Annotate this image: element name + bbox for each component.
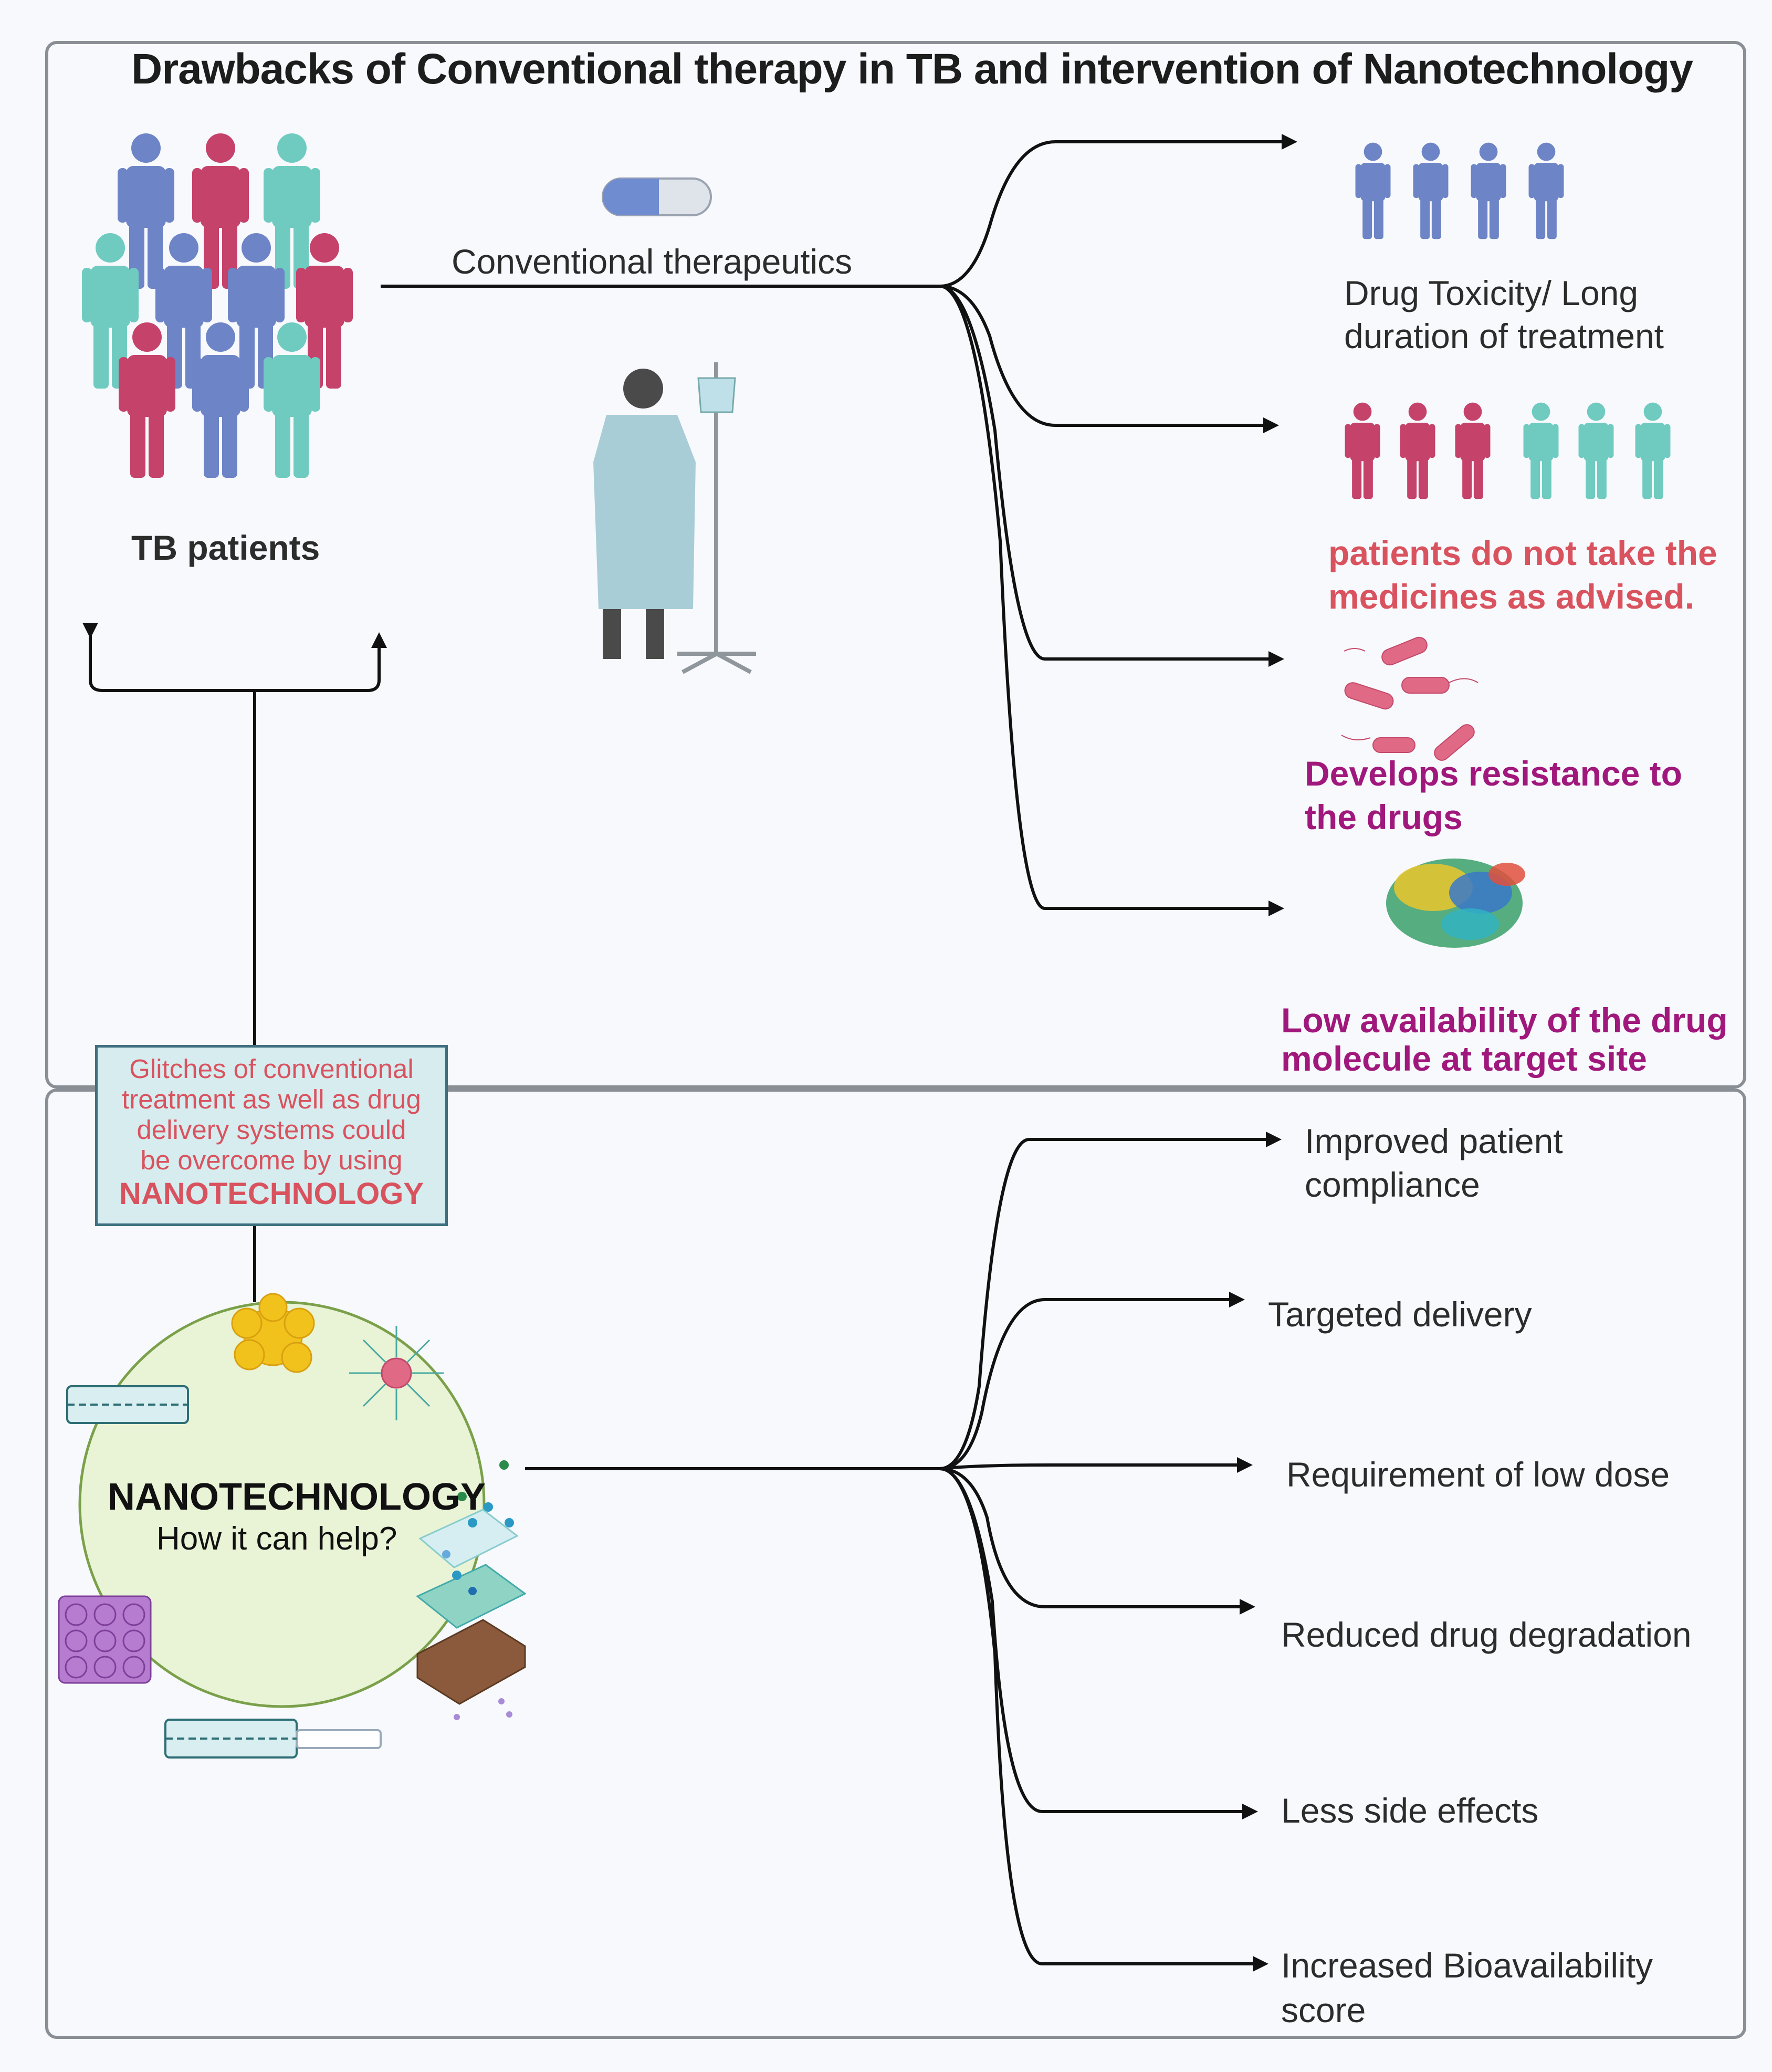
diagram-title: Drawbacks of Conventional therapy in TB … [131, 45, 1693, 93]
bottom-connectors [525, 1132, 1282, 1972]
nanotechnology-callout: Glitches of conventional treatment as we… [95, 1045, 448, 1226]
therapy-label: Conventional therapeutics [452, 242, 853, 281]
outcome-toxicity-line2: duration of treatment [1344, 317, 1664, 355]
benefit-low-dose: Requirement of low dose [1286, 1455, 1670, 1494]
outcome-toxicity-line1: Drug Toxicity/ Long [1344, 274, 1639, 312]
circle-title: NANOTECHNOLOGY [108, 1476, 486, 1518]
callout-line3: delivery systems could [137, 1115, 406, 1145]
callout-line2: treatment as well as drug [122, 1084, 421, 1114]
outcome-resistance-line1: Develops resistance to [1305, 754, 1682, 793]
callout-highlight: NANOTECHNOLOGY [119, 1177, 424, 1211]
bacteria-icon [1341, 636, 1479, 761]
benefit-targeted: Targeted delivery [1268, 1295, 1532, 1334]
capsule-icon [602, 177, 712, 216]
callout-line1: Glitches of conventional [129, 1054, 414, 1084]
nanocube-icon [58, 1595, 152, 1684]
outcome-availability-line1: Low availability of the drug [1281, 1001, 1728, 1040]
benefit-bioavailability-line1: Increased Bioavailability [1281, 1946, 1653, 1985]
circle-subtitle: How it can help? [156, 1521, 397, 1557]
toxicity-people-icon [1355, 142, 1564, 239]
outcome-availability-line2: molecule at target site [1281, 1039, 1647, 1078]
nanosheet-icon [416, 1460, 527, 1720]
patients-label: TB patients [131, 528, 320, 567]
noncompliance-people-icon [1345, 402, 1671, 499]
iv-patient-icon [593, 362, 756, 674]
benefit-compliance-line1: Improved patient [1305, 1122, 1563, 1160]
nanotube-icon [66, 1385, 382, 1759]
top-connectors [82, 134, 1297, 1302]
benefit-bioavailability-line2: score [1281, 1991, 1366, 2029]
outcome-noncompliance-line1: patients do not take the [1328, 533, 1717, 572]
micelle-icon [349, 1326, 444, 1420]
callout-line4: be overcome by using [140, 1145, 403, 1175]
benefit-side-effects: Less side effects [1281, 1791, 1539, 1830]
benefit-compliance-line2: compliance [1305, 1165, 1480, 1204]
outcome-noncompliance-line2: medicines as advised. [1328, 577, 1695, 616]
patients-crowd-icon [82, 133, 353, 478]
benefit-degradation: Reduced drug degradation [1281, 1615, 1692, 1654]
protein-icon [1386, 859, 1525, 948]
dendrimer-icon [231, 1293, 315, 1373]
outcome-resistance-line2: the drugs [1305, 798, 1463, 836]
